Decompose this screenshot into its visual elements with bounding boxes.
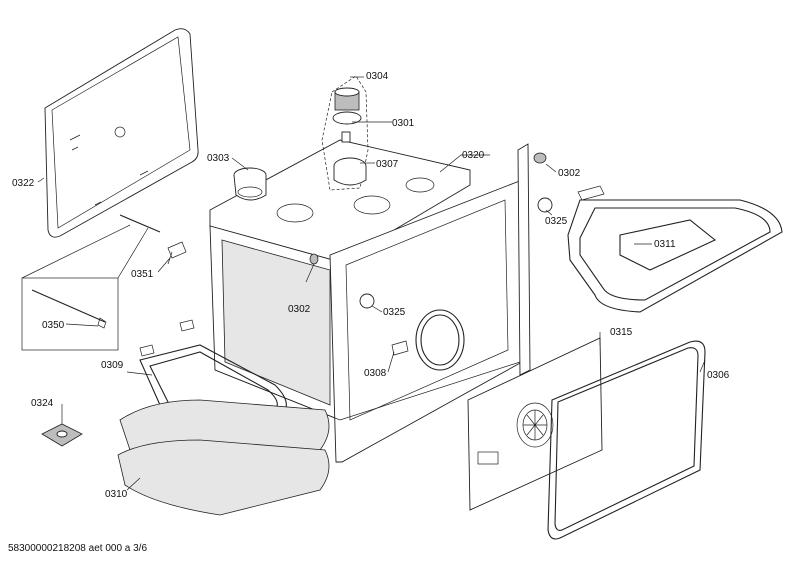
part-0310-insulation	[117, 399, 330, 516]
part-0306-door-seal	[547, 340, 706, 540]
part-0303-fan-motor	[233, 167, 267, 201]
label-0325-inside: 0325	[383, 307, 406, 318]
label-0351: 0351	[131, 269, 154, 280]
label-0315: 0315	[610, 327, 633, 338]
part-0325-bulb-right	[537, 197, 553, 213]
label-0311: 0311	[654, 239, 676, 250]
label-0307: 0307	[376, 159, 399, 170]
label-0302-left: 0302	[288, 304, 311, 315]
part-0308-ring-heater	[391, 309, 465, 371]
part-0302-screw-right	[533, 152, 547, 164]
label-0325-right: 0325	[545, 216, 568, 227]
part-0322-panel	[44, 28, 199, 238]
part-0304-0307-lamp-group	[321, 75, 369, 191]
label-0306: 0306	[707, 370, 730, 381]
label-0310: 0310	[105, 489, 128, 500]
part-0350-inset	[21, 224, 149, 351]
label-0309: 0309	[101, 360, 124, 371]
label-0302-right: 0302	[558, 168, 581, 179]
label-0350: 0350	[42, 320, 65, 331]
part-0302-screw-left	[309, 253, 319, 265]
leader-lines	[37, 76, 706, 491]
label-0308: 0308	[364, 368, 387, 379]
callout-labels: 0304 0301 0303 0307 0320 0302 0322 0325 …	[12, 71, 730, 500]
label-0320: 0320	[462, 150, 485, 161]
document-footer: 58300000218208 aet 000 a 3/6	[8, 543, 148, 554]
oven-body	[209, 139, 531, 463]
part-0315-back-panel	[467, 337, 603, 511]
label-0304: 0304	[366, 71, 389, 82]
label-0303: 0303	[207, 153, 230, 164]
part-0324-square	[41, 423, 83, 447]
label-0324: 0324	[31, 398, 54, 409]
part-0325-bulb-inside	[359, 293, 375, 309]
label-0322: 0322	[12, 178, 35, 189]
label-0301: 0301	[392, 118, 415, 129]
part-0351-bracket	[119, 214, 187, 265]
part-0311-grill-element	[567, 185, 783, 313]
